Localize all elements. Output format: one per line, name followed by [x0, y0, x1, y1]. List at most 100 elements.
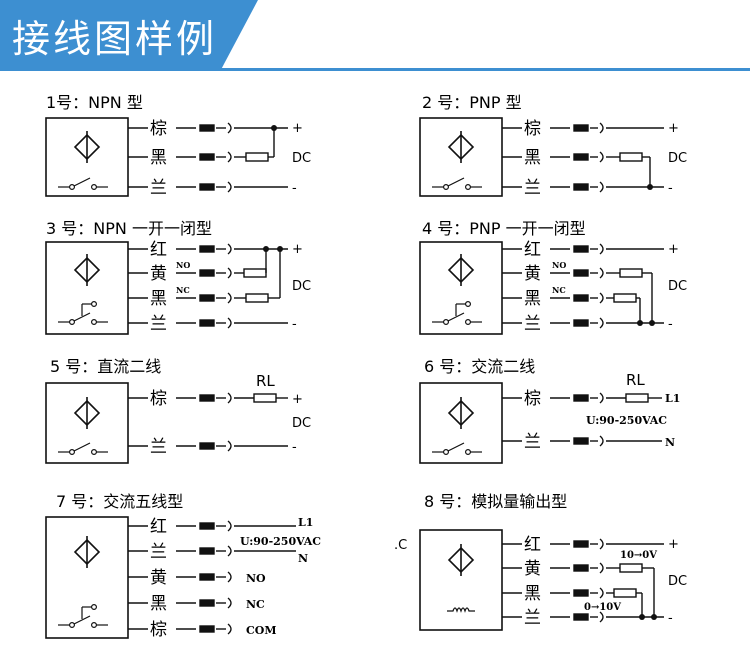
terminal-dc: DC	[292, 151, 311, 166]
wire-label: 兰	[524, 608, 541, 628]
diagram-3: 3 号：NPN 一开一闭型 红 黄 黑 兰 NO NC + DC -	[45, 219, 311, 335]
wire-label: 兰	[150, 542, 167, 562]
voltage-label: U:90-250VAC	[240, 535, 321, 548]
terminal-com: COM	[246, 624, 277, 637]
header-band	[0, 0, 258, 68]
terminal-minus: -	[292, 440, 297, 455]
sensor-icon	[448, 396, 474, 430]
terminal-nc: NC	[246, 598, 265, 611]
switch-icon	[431, 177, 483, 190]
wire-label: 黑	[150, 148, 167, 168]
page-title: 接线图样例	[12, 17, 218, 61]
wire-label: 棕	[150, 119, 167, 139]
wire-label: 黑	[524, 148, 541, 168]
diagram-6-title: 6 号：交流二线	[424, 357, 535, 376]
diagram-5: 5 号：直流二线 棕 兰 RL + DC -	[45, 357, 311, 464]
switch-icon	[57, 603, 109, 629]
wire-label: 兰	[524, 314, 541, 334]
wire-label: 棕	[524, 389, 541, 409]
voltage-label: U:90-250VAC	[586, 414, 667, 427]
header-rule	[0, 68, 750, 71]
terminal-l1: L1	[298, 516, 313, 529]
sensor-box	[45, 241, 129, 335]
diagram-2: 2 号：PNP 型 棕 黑 兰 + DC -	[419, 93, 687, 198]
terminal-plus: +	[668, 537, 679, 552]
switch-icon	[57, 442, 109, 455]
wire-label: 棕	[150, 620, 167, 640]
wire-label: 兰	[150, 314, 167, 334]
terminal-minus: -	[292, 181, 297, 196]
wire-label: 棕	[524, 119, 541, 139]
header-banner: 接线图样例	[0, 0, 750, 80]
sensor-icon	[448, 543, 474, 577]
sensor-icon	[74, 253, 100, 287]
switch-icon	[431, 301, 483, 325]
diagram-3-title: 3 号：NPN 一开一闭型	[46, 219, 212, 238]
sensor-icon	[74, 130, 100, 164]
sensor-icon	[74, 396, 100, 430]
sensor-box	[419, 241, 503, 335]
wire-label: 黑	[524, 584, 541, 604]
terminal-plus: +	[292, 242, 303, 257]
terminal-dc: DC	[668, 574, 687, 589]
wire-label: 棕	[150, 389, 167, 409]
coil-icon	[446, 607, 476, 612]
switch-icon	[431, 442, 483, 455]
diagram-5-title: 5 号：直流二线	[50, 357, 161, 376]
terminal-plus: +	[292, 392, 303, 407]
wire-label: 红	[150, 517, 167, 537]
sensor-box	[45, 516, 129, 639]
sensor-box	[419, 529, 503, 631]
sensor-icon	[448, 253, 474, 287]
edge-fragment: .C	[394, 538, 407, 553]
terminal-dc: DC	[292, 416, 311, 431]
nc-sublabel: NC	[176, 285, 190, 295]
wire-label: 黄	[524, 559, 541, 579]
terminal-plus: +	[668, 242, 679, 257]
diagram-8: .C 8 号：模拟量输出型 红 黄 黑 兰 10→0V 0→10V + DC	[394, 492, 687, 631]
diagram-7: 7 号：交流五线型 红 兰 黄 黑 棕 L1 U:90-250VAC N NO …	[45, 492, 321, 640]
sensor-box	[45, 382, 129, 464]
no-sublabel: NO	[176, 260, 190, 270]
sensor-icon	[448, 130, 474, 164]
wire-label: 兰	[524, 432, 541, 452]
switch-icon	[57, 301, 109, 325]
terminal-minus: -	[668, 317, 673, 332]
load-label: RL	[626, 371, 645, 389]
terminal-no: NO	[246, 572, 266, 585]
terminal-n: N	[298, 552, 308, 565]
terminal-plus: +	[668, 121, 679, 136]
sensor-box	[419, 382, 503, 464]
wire-label: 兰	[150, 437, 167, 457]
range-label-low: 0→10V	[584, 602, 621, 613]
wire-label: 红	[524, 240, 541, 260]
wire-label: 黑	[150, 289, 167, 309]
terminal-dc: DC	[292, 279, 311, 294]
diagram-8-title: 8 号：模拟量输出型	[424, 492, 567, 511]
load-label: RL	[256, 372, 275, 390]
diagram-1-title: 1号：NPN 型	[46, 93, 143, 112]
nc-sublabel: NC	[552, 285, 566, 295]
diagram-4: 4 号：PNP 一开一闭型 红 黄 黑 兰 NO NC + DC -	[419, 219, 687, 335]
diagram-6: 6 号：交流二线 棕 兰 RL L1 U:90-250VAC N	[419, 357, 680, 464]
wire-label: 红	[524, 535, 541, 555]
diagram-4-title: 4 号：PNP 一开一闭型	[422, 219, 586, 238]
no-sublabel: NO	[552, 260, 566, 270]
wire-label: 黑	[524, 289, 541, 309]
terminal-plus: +	[292, 121, 303, 136]
wire-label: 兰	[150, 178, 167, 198]
sensor-icon	[74, 535, 100, 569]
terminal-minus: -	[668, 181, 673, 196]
wire-label: 黄	[150, 264, 167, 284]
wire-label: 黄	[150, 568, 167, 588]
wire-label: 黑	[150, 594, 167, 614]
range-label-high: 10→0V	[620, 550, 657, 561]
terminal-minus: -	[292, 317, 297, 332]
diagram-2-title: 2 号：PNP 型	[422, 93, 522, 112]
wire-label: 兰	[524, 178, 541, 198]
terminal-n: N	[665, 436, 675, 449]
wire-label: 黄	[524, 264, 541, 284]
wire-label: 红	[150, 240, 167, 260]
diagram-1: 1号：NPN 型 棕 黑 兰 + DC -	[45, 93, 311, 198]
